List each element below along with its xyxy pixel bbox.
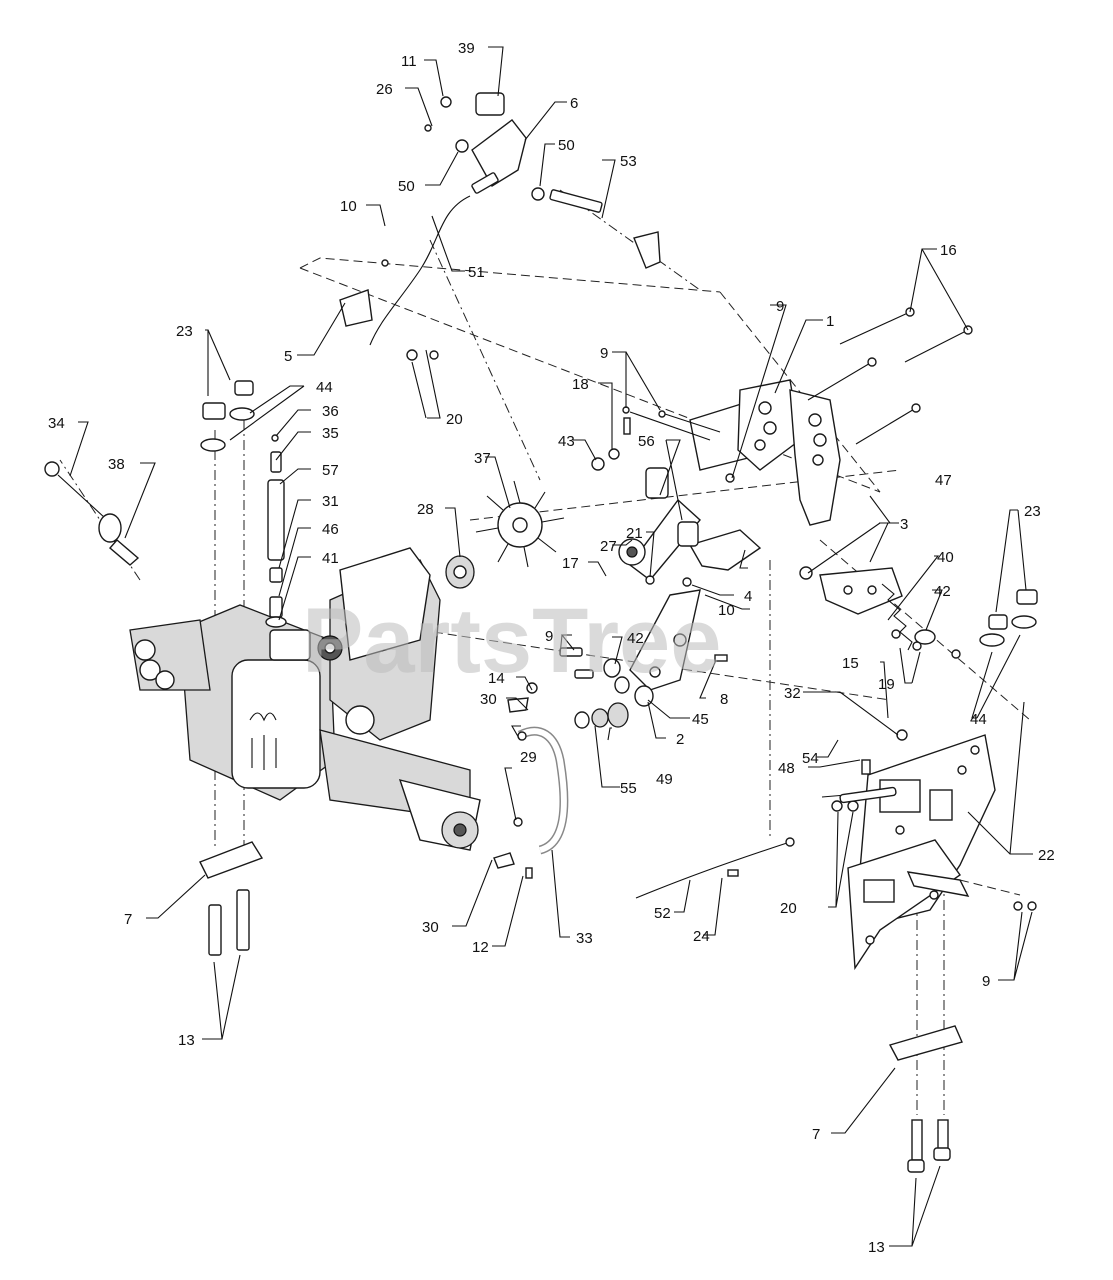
callout-26: 26: [376, 81, 393, 98]
callout-labels: 39 11 26 6 50 50 53 10 51 5 20 23 44 36 …: [48, 40, 1055, 1256]
callout-42-left: 42: [627, 630, 644, 647]
callout-41: 41: [322, 550, 339, 567]
callout-33: 33: [576, 930, 593, 947]
callout-48: 48: [778, 760, 795, 777]
callout-7-left: 7: [124, 911, 132, 928]
callout-54: 54: [802, 750, 819, 767]
callout-13-left: 13: [178, 1032, 195, 1049]
callout-34: 34: [48, 415, 65, 432]
callout-9-mid: 9: [600, 345, 608, 362]
callout-15: 15: [842, 655, 859, 672]
callout-3: 3: [900, 516, 908, 533]
callout-18: 18: [572, 376, 589, 393]
callout-40: 40: [937, 549, 954, 566]
callout-32: 32: [784, 685, 801, 702]
callout-50-right: 50: [558, 137, 575, 154]
callout-31: 31: [322, 493, 339, 510]
callout-55: 55: [620, 780, 637, 797]
callout-30-bottom: 30: [422, 919, 439, 936]
callout-36: 36: [322, 403, 339, 420]
callout-16: 16: [940, 242, 957, 259]
callout-23-left: 23: [176, 323, 193, 340]
callout-20-right: 20: [780, 900, 797, 917]
callout-38: 38: [108, 456, 125, 473]
callout-11: 11: [401, 53, 417, 70]
callout-6: 6: [570, 95, 578, 112]
callout-1: 1: [826, 313, 834, 330]
callout-51: 51: [468, 264, 485, 281]
callout-30-top: 30: [480, 691, 497, 708]
callout-17: 17: [562, 555, 579, 572]
callout-50-left: 50: [398, 178, 415, 195]
callout-45: 45: [692, 711, 709, 728]
callout-47: 47: [935, 472, 952, 489]
callout-35: 35: [322, 425, 339, 442]
callout-2: 2: [676, 731, 684, 748]
callout-10-mid: 10: [718, 602, 735, 619]
callout-13-right: 13: [868, 1239, 885, 1256]
callout-9-left: 9: [545, 628, 553, 645]
callout-52: 52: [654, 905, 671, 922]
callout-27: 27: [600, 538, 617, 555]
left-mount-hardware: [44, 380, 287, 956]
callout-42-right: 42: [934, 583, 951, 600]
callout-28: 28: [417, 501, 434, 518]
callout-10-top: 10: [340, 198, 357, 215]
callout-39: 39: [458, 40, 475, 57]
callout-23-right: 23: [1024, 503, 1041, 520]
callout-56: 56: [638, 433, 655, 450]
callout-5: 5: [284, 348, 292, 365]
callout-12: 12: [472, 939, 489, 956]
callout-9-bottom-right: 9: [982, 973, 990, 990]
callout-4: 4: [744, 588, 752, 605]
callout-7-right: 7: [812, 1126, 820, 1143]
callout-44-right: 44: [970, 711, 987, 728]
control-cable-assembly: [339, 92, 661, 361]
callout-20-top: 20: [446, 411, 463, 428]
right-side-plate: [635, 589, 1038, 1173]
callout-24: 24: [693, 928, 710, 945]
callout-19: 19: [878, 676, 895, 693]
callout-53: 53: [620, 153, 637, 170]
callout-14: 14: [488, 670, 505, 687]
callout-46: 46: [322, 521, 339, 538]
callout-8: 8: [720, 691, 728, 708]
callout-29: 29: [520, 749, 537, 766]
callout-21: 21: [626, 525, 643, 542]
callout-43: 43: [558, 433, 575, 450]
hydrostatic-transmission: [129, 547, 481, 851]
callout-22: 22: [1038, 847, 1055, 864]
rear-mount-brackets: [622, 307, 973, 659]
leader-lines: [69, 46, 1033, 1247]
callout-44-left: 44: [316, 379, 333, 396]
callout-49: 49: [656, 771, 673, 788]
callout-37: 37: [474, 450, 491, 467]
callout-57: 57: [322, 462, 339, 479]
cooling-fan-and-pulley: [445, 480, 569, 879]
watermark-text: PartsTree: [302, 590, 721, 692]
callout-9-top-right: 9: [776, 298, 784, 315]
